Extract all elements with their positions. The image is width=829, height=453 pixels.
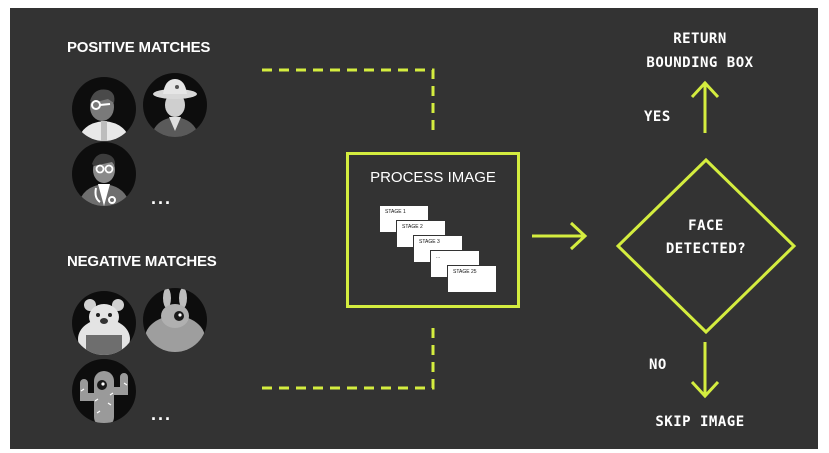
negative-matches-title: NEGATIVE MATCHES [67,253,217,270]
cowboy-icon [143,73,207,137]
positive-more-ellipsis: ... [151,188,173,208]
right-arrow [532,221,588,251]
process-image-box: PROCESS IMAGE STAGE 1 STAGE 2 STAGE 3 ..… [346,152,520,308]
top-dashed-connector [262,68,435,136]
bottom-dashed-connector [262,323,435,390]
process-image-title: PROCESS IMAGE [370,169,496,186]
down-arrow [690,342,720,399]
stage-card: STAGE 25 [447,265,497,293]
return-label-line2: BOUNDING BOX [646,55,754,71]
rabbit-icon [143,288,207,352]
skip-image-label: SKIP IMAGE [655,414,745,430]
connectors [262,68,797,399]
doctor-with-stethoscope-icon [72,142,136,206]
bear-icon [72,291,136,355]
no-label: NO [649,357,667,373]
yes-label: YES [644,109,671,125]
negative-more-ellipsis: ... [151,404,173,424]
positive-matches-title: POSITIVE MATCHES [67,39,211,56]
up-arrow [690,80,720,133]
decision-label-line2: DETECTED? [665,241,747,257]
return-label-line1: RETURN [673,31,727,47]
decision-label-line1: FACE [688,218,724,234]
diagram-canvas: POSITIVE MATCHES [10,8,818,449]
decision-diamond [615,157,797,335]
cactus-icon [72,359,136,423]
person-with-glasses-icon [72,77,136,141]
